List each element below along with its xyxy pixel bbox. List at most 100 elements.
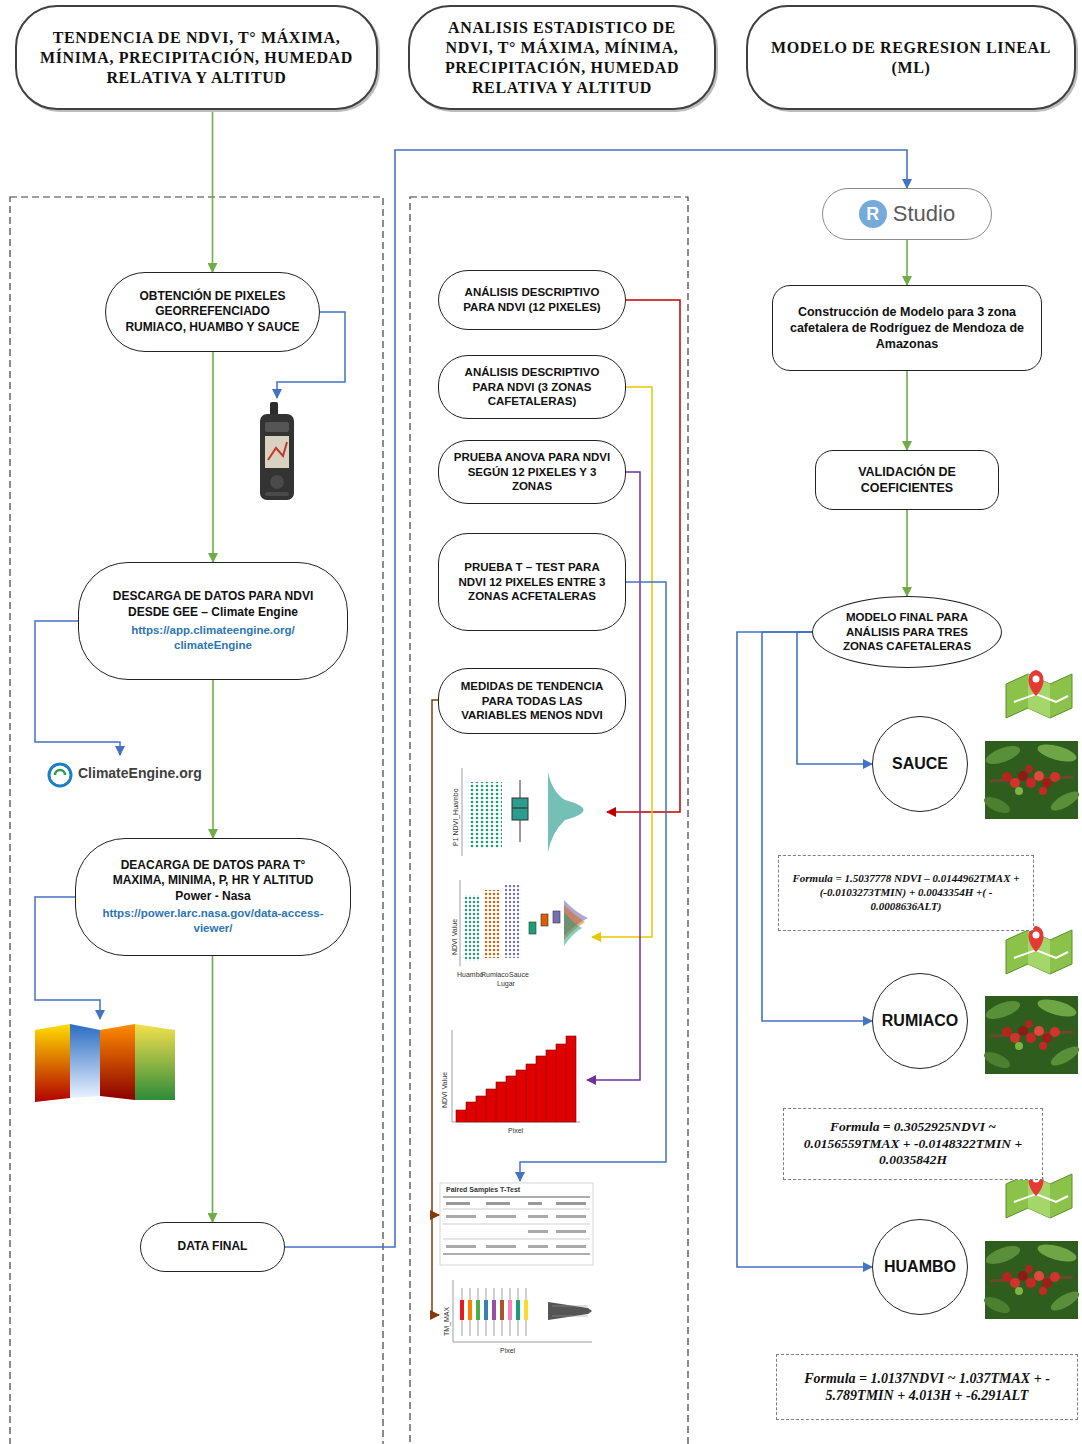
analysis-box: MEDIDAS DE TENDENCIA PARA TODAS LAS VARI… <box>438 668 626 734</box>
zone-circle: RUMIACO <box>872 973 968 1069</box>
boxplot-chart-part <box>468 1300 472 1320</box>
analysis-box: PRUEBA T – TEST PARA NDVI 12 PIXELES ENT… <box>438 533 626 631</box>
heatmap-image-part <box>135 1024 175 1100</box>
connector <box>212 110 214 272</box>
software-box: RStudio <box>822 188 992 240</box>
raincloud-chart <box>450 763 605 863</box>
node-text: VALIDACIÓN DE COEFICIENTES <box>828 464 986 497</box>
formula-box: Formula = 1.0137NDVI ~ 1.037TMAX + - 5.7… <box>776 1354 1078 1420</box>
heatmap-image-part <box>100 1024 135 1100</box>
boxplot-chart <box>440 1275 595 1361</box>
t-test-table-part <box>443 1224 590 1225</box>
node-text: PRUEBA T – TEST PARA NDVI 12 PIXELES ENT… <box>451 560 613 605</box>
t-test-table-part <box>486 1215 516 1218</box>
process-box: DEACARGA DE DATOS PARA T° MAXIMA, MINIMA… <box>75 838 351 956</box>
process-box: DATA FINAL <box>140 1222 285 1272</box>
t-test-table-part <box>440 1183 593 1265</box>
boxplot-chart-part <box>508 1300 512 1320</box>
node-text: Formula = 1.5037778 NDVI – 0.0144962TMAX… <box>787 872 1025 913</box>
t-test-table-part <box>446 1245 476 1248</box>
connector <box>212 352 214 562</box>
connector <box>212 956 214 1222</box>
raincloud-chart-part <box>512 807 528 808</box>
process-box: Construcción de Modelo para 3 zona cafet… <box>772 285 1042 371</box>
gps-device-icon-part <box>260 414 294 500</box>
boxplot-chart-part <box>500 1300 504 1320</box>
node-text: ANALISIS ESTADISTICO DE NDVI, T° MÁXIMA,… <box>424 18 700 98</box>
raincloud-chart-part <box>468 782 502 848</box>
t-test-table-part <box>443 1254 590 1255</box>
climate-engine-logo-part <box>49 764 71 786</box>
climate-engine-logo-part <box>55 770 65 775</box>
gps-device-icon-part <box>265 436 289 468</box>
boxplot-chart-part <box>462 1288 526 1336</box>
formula-box: Formula = 1.5037778 NDVI – 0.0144962TMAX… <box>778 855 1034 931</box>
node-subtext: https://power.larc.nasa.gov/data-access-… <box>94 906 332 936</box>
coffee-photo <box>982 741 1082 819</box>
node-text: TENDENCIA DE NDVI, T° MÁXIMA, MÍNIMA, PR… <box>31 28 362 88</box>
zone-raincloud-chart-part <box>450 877 590 991</box>
boxplot-chart-part <box>484 1300 488 1320</box>
arrowhead <box>432 1214 439 1216</box>
chart-label: NDVI Value <box>441 1072 449 1108</box>
gps-device-icon-part <box>270 475 284 489</box>
node-text: ANÁLISIS DESCRIPTIVO PARA NDVI (12 PIXEL… <box>451 285 613 315</box>
t-test-table-part <box>556 1215 586 1218</box>
climate-engine-logo <box>49 764 71 786</box>
node-text: Formula = 1.0137NDVI ~ 1.037TMAX + - 5.7… <box>785 1370 1069 1405</box>
bar-chart-part <box>466 1044 566 1122</box>
gps-device-icon <box>232 400 322 505</box>
node-text: MODELO DE REGRESION LINEAL (ML) <box>762 38 1060 78</box>
raincloud-chart-part <box>450 763 605 863</box>
zone-circle: SAUCE <box>872 716 968 812</box>
boxplot-chart-part <box>548 1302 592 1320</box>
t-test-table <box>440 1183 593 1265</box>
analysis-box: PRUEBA ANOVA PARA NDVI SEGÚN 12 PIXELES … <box>438 440 626 504</box>
connector <box>212 680 214 838</box>
t-test-table-part <box>528 1230 548 1233</box>
header-box: MODELO DE REGRESION LINEAL (ML) <box>746 5 1076 110</box>
t-test-table-part <box>443 1209 590 1210</box>
heatmap-image-part <box>35 1024 70 1102</box>
node-text: Construcción de Modelo para 3 zona cafet… <box>785 304 1029 353</box>
gps-device-icon-part <box>268 442 287 460</box>
dashed-panel <box>10 197 383 1444</box>
gps-device-icon-part <box>232 400 322 505</box>
t-test-table-part <box>446 1215 476 1218</box>
analysis-box: ANÁLISIS DESCRIPTIVO PARA NDVI (12 PIXEL… <box>438 270 626 330</box>
node-subtext: https://app.climateengine.org/ climateEn… <box>97 623 329 653</box>
boxplot-chart-part <box>440 1275 595 1361</box>
node-text: R <box>859 200 887 228</box>
chart-label: Rumiaco <box>481 971 509 979</box>
node-text: DESCARGA DE DATOS PARA NDVI DESDE GEE – … <box>97 589 329 620</box>
chart-label: NDVI Value <box>451 919 459 955</box>
zone-raincloud-chart-part <box>564 912 582 946</box>
t-test-table-part <box>556 1245 586 1248</box>
header-box: TENDENCIA DE NDVI, T° MÁXIMA, MÍNIMA, PR… <box>15 5 378 110</box>
zone-raincloud-chart-part <box>460 880 461 966</box>
t-test-table-part <box>556 1230 586 1233</box>
raincloud-chart-part <box>548 772 584 852</box>
boxplot-chart-part <box>552 1306 588 1316</box>
gps-device-icon-part <box>270 402 278 416</box>
chart-label: P1 NDVI_Huambo <box>452 788 460 846</box>
boxplot-chart-part <box>453 1280 454 1342</box>
logo-text: ClimateEngine.org <box>76 766 204 781</box>
bar-chart-part <box>456 1036 576 1122</box>
dashed-panel <box>410 197 688 1444</box>
map-pin-icon <box>1006 926 1072 974</box>
gps-device-icon-part <box>265 492 289 496</box>
node-text: HUAMBO <box>884 1257 956 1276</box>
zone-raincloud-chart-part <box>463 895 479 961</box>
node-text: MODELO FINAL PARA ANÁLISIS PARA TRES ZON… <box>831 610 983 653</box>
zone-raincloud-chart-part <box>529 922 536 934</box>
t-test-table-part <box>446 1202 470 1205</box>
boxplot-chart-part <box>524 1300 528 1320</box>
node-text: SAUCE <box>892 754 948 773</box>
map-pin-icon <box>1006 670 1072 718</box>
header-box: ANALISIS ESTADISTICO DE NDVI, T° MÁXIMA,… <box>408 5 716 110</box>
formula-box: Formula = 0.3052925NDVI ~ 0.0156559TMAX … <box>783 1108 1043 1180</box>
process-box: DESCARGA DE DATOS PARA NDVI DESDE GEE – … <box>78 562 348 680</box>
